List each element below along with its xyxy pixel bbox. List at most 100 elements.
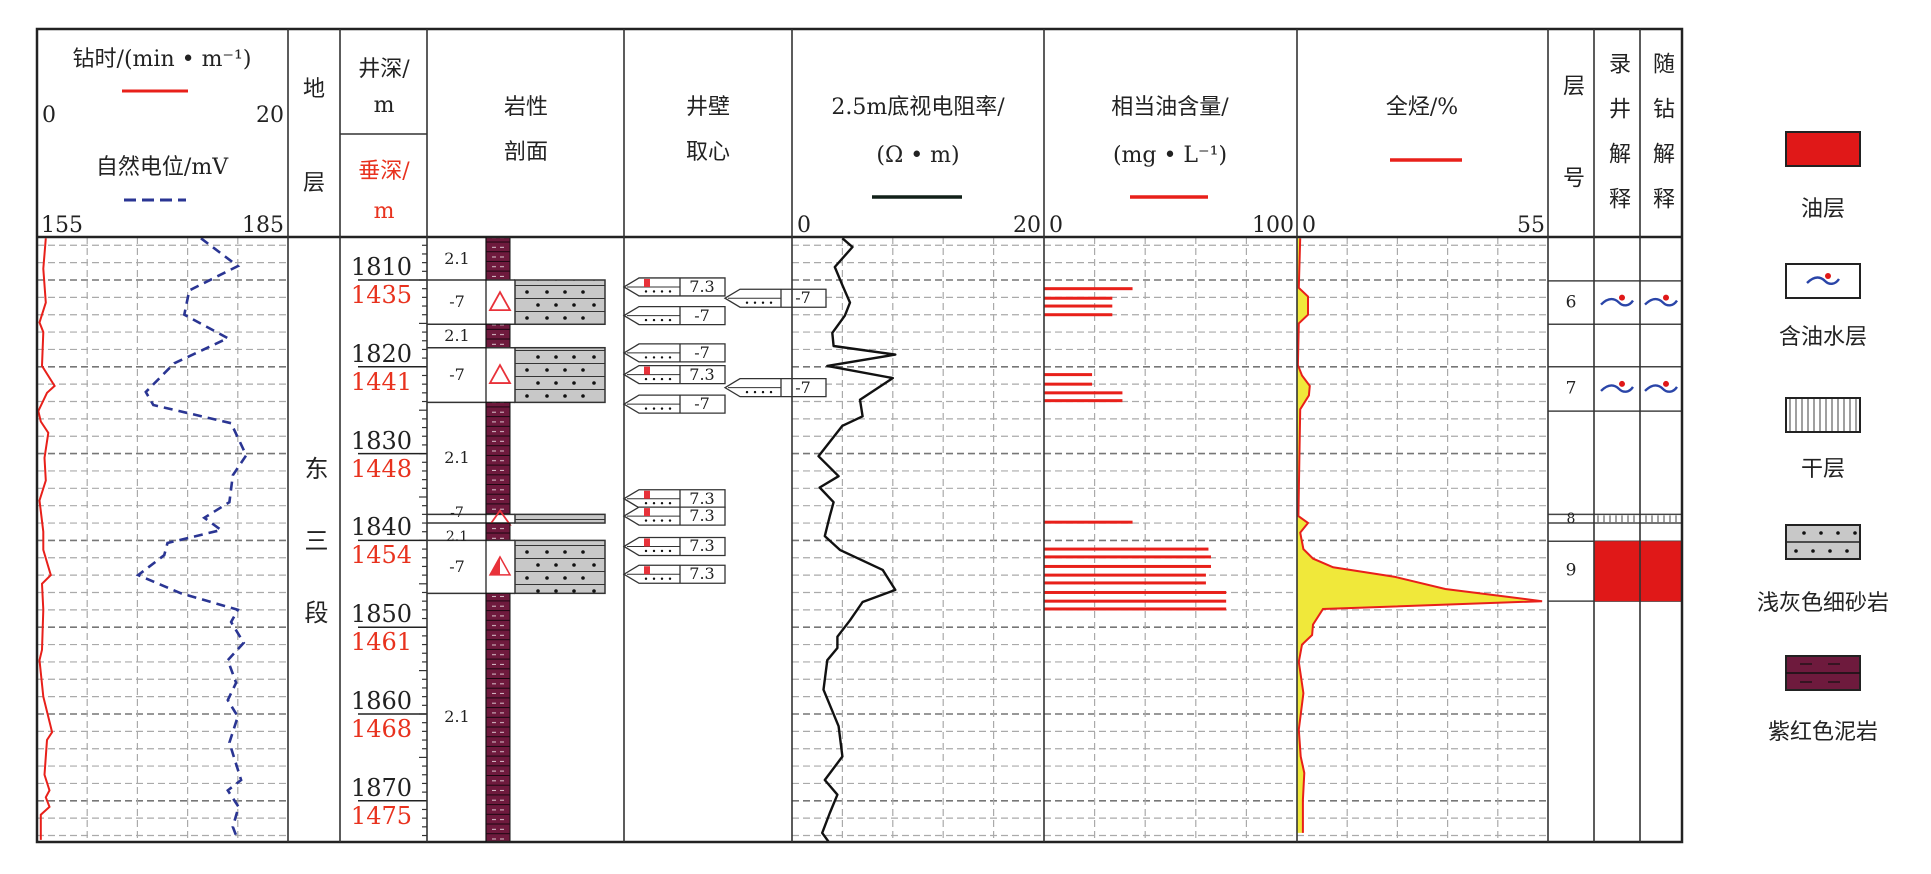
- oil-show-triangle-icon: [488, 290, 512, 312]
- lwd-oil-water-layer-icon: [1644, 380, 1678, 393]
- oil-content-bar: [1044, 373, 1093, 377]
- sp-axis-max: 185: [242, 213, 284, 238]
- hc-axis-min: 0: [1302, 213, 1316, 238]
- tvd-header-title: 垂深/: [358, 159, 410, 184]
- mudlog-oil-water-layer-icon: [1600, 380, 1634, 393]
- core-sand-dot: [668, 318, 672, 322]
- sidewall-core: [622, 564, 726, 584]
- thickness-label: 2.1: [444, 707, 470, 727]
- legend-sandstone-swatch: [1785, 524, 1861, 560]
- mudlog-oil-layer: [1594, 541, 1640, 602]
- sand-dot: [1828, 549, 1832, 553]
- sand-dot: [1819, 531, 1823, 535]
- core-sand-dot: [644, 502, 648, 505]
- layer-number-header: 层号: [1559, 74, 1584, 258]
- sand-dot: [1802, 531, 1806, 535]
- core-sand-dot: [761, 301, 765, 304]
- oil-show-triangle-icon: [488, 363, 512, 384]
- core-sand-dot: [753, 390, 757, 394]
- core-label: 7.3: [689, 506, 715, 526]
- legend-mudstone-swatch: [1785, 655, 1861, 691]
- oil-show-fill-icon: [490, 556, 500, 575]
- oil-drop: [1663, 380, 1669, 387]
- core-sand-dot: [668, 377, 672, 381]
- strata-label: 东三段: [300, 456, 328, 672]
- core-sand-dot: [769, 390, 773, 394]
- strata-header-2: 层: [302, 171, 326, 196]
- lwd-interp-header: 随钻解释: [1649, 52, 1674, 232]
- vertical-depth-label: 1468: [350, 715, 412, 743]
- core-sand-dot: [652, 519, 656, 522]
- lithology-header-1: 岩性: [503, 95, 549, 120]
- core-label: -7: [694, 305, 710, 325]
- sidewall-core: [622, 536, 726, 557]
- core-sand-dot: [652, 290, 656, 293]
- wave-line: [1644, 297, 1678, 307]
- core-sand-dot: [644, 356, 648, 359]
- mudstone-layer: [485, 323, 511, 349]
- core-sand-dot: [644, 577, 648, 580]
- vertical-depth-label: 1475: [350, 801, 412, 830]
- layer-number: 9: [1565, 560, 1577, 581]
- oil-content-bar: [1044, 599, 1227, 603]
- core-sand-dot: [660, 377, 664, 381]
- wave-line: [1600, 297, 1634, 307]
- wave-line: [1806, 276, 1840, 285]
- sidewall-core: [622, 364, 726, 385]
- total-hc-fill: [1297, 238, 1543, 833]
- measured-depth-label: 1830: [350, 426, 412, 455]
- rop-axis-min: 0: [42, 103, 56, 128]
- table-border: [35, 27, 1684, 844]
- oil-drop: [1825, 273, 1831, 279]
- core-sand-dot: [668, 577, 672, 580]
- oil-content-bar: [1044, 573, 1206, 577]
- tvd-header-unit: m: [373, 199, 395, 224]
- sandstone-layer: [514, 513, 606, 524]
- vertical-depth-label: 1448: [350, 454, 412, 483]
- oil-content-bar: [1044, 520, 1133, 524]
- mudlog-interp-header: 录井解释: [1605, 52, 1630, 232]
- core-sand-dot: [753, 301, 757, 304]
- core-label: 7.3: [689, 364, 715, 384]
- core-sand-dot: [668, 502, 672, 505]
- thickness-label: 2.1: [444, 248, 470, 268]
- thickness-label: -7: [449, 365, 465, 385]
- layer-number: 8: [1566, 510, 1576, 527]
- sand-dot: [1853, 531, 1857, 535]
- core-sand-dot: [652, 502, 656, 505]
- hc-track-title: 全烃/%: [1385, 95, 1459, 120]
- core-oil-mark: [644, 490, 650, 499]
- thickness-label: -7: [449, 556, 465, 576]
- oil-content-bar: [1044, 296, 1113, 300]
- hc-axis-max: 55: [1517, 213, 1545, 238]
- total-hc-curve: [1296, 238, 1543, 833]
- thickness-label: -7: [449, 292, 465, 312]
- oil-grid: [1044, 237, 1297, 842]
- core-sand-dot: [652, 407, 656, 410]
- rop-axis-max: 20: [256, 103, 284, 128]
- sidewall-core: [622, 277, 726, 297]
- sidewall-core: [723, 377, 827, 398]
- core-sand-dot: [660, 519, 664, 522]
- sandstone-layer: [514, 539, 606, 595]
- core-sand-dot: [668, 407, 672, 410]
- legend-label-sandstone: 浅灰色细砂岩: [1756, 591, 1890, 616]
- core-sand-dot: [660, 577, 664, 580]
- oil-content-bar: [1044, 382, 1093, 386]
- core-label: 7.3: [689, 536, 715, 556]
- oil-drop: [1663, 294, 1669, 301]
- swatch: [1785, 263, 1861, 299]
- vertical-depth-label: 1461: [350, 628, 412, 657]
- rop-grid: [37, 237, 288, 842]
- mudlog-oil-water-layer-icon: [1600, 294, 1634, 307]
- legend-label-oil-water: 含油水层: [1778, 325, 1868, 350]
- core-header-2: 取心: [685, 140, 731, 165]
- core-sand-dot: [668, 290, 672, 293]
- core-label: 7.3: [689, 564, 715, 584]
- oil-content-bar: [1044, 581, 1206, 585]
- vertical-depth-label: 1454: [350, 541, 412, 570]
- thickness-label: 2.1: [445, 529, 469, 546]
- wave-line: [1644, 384, 1678, 393]
